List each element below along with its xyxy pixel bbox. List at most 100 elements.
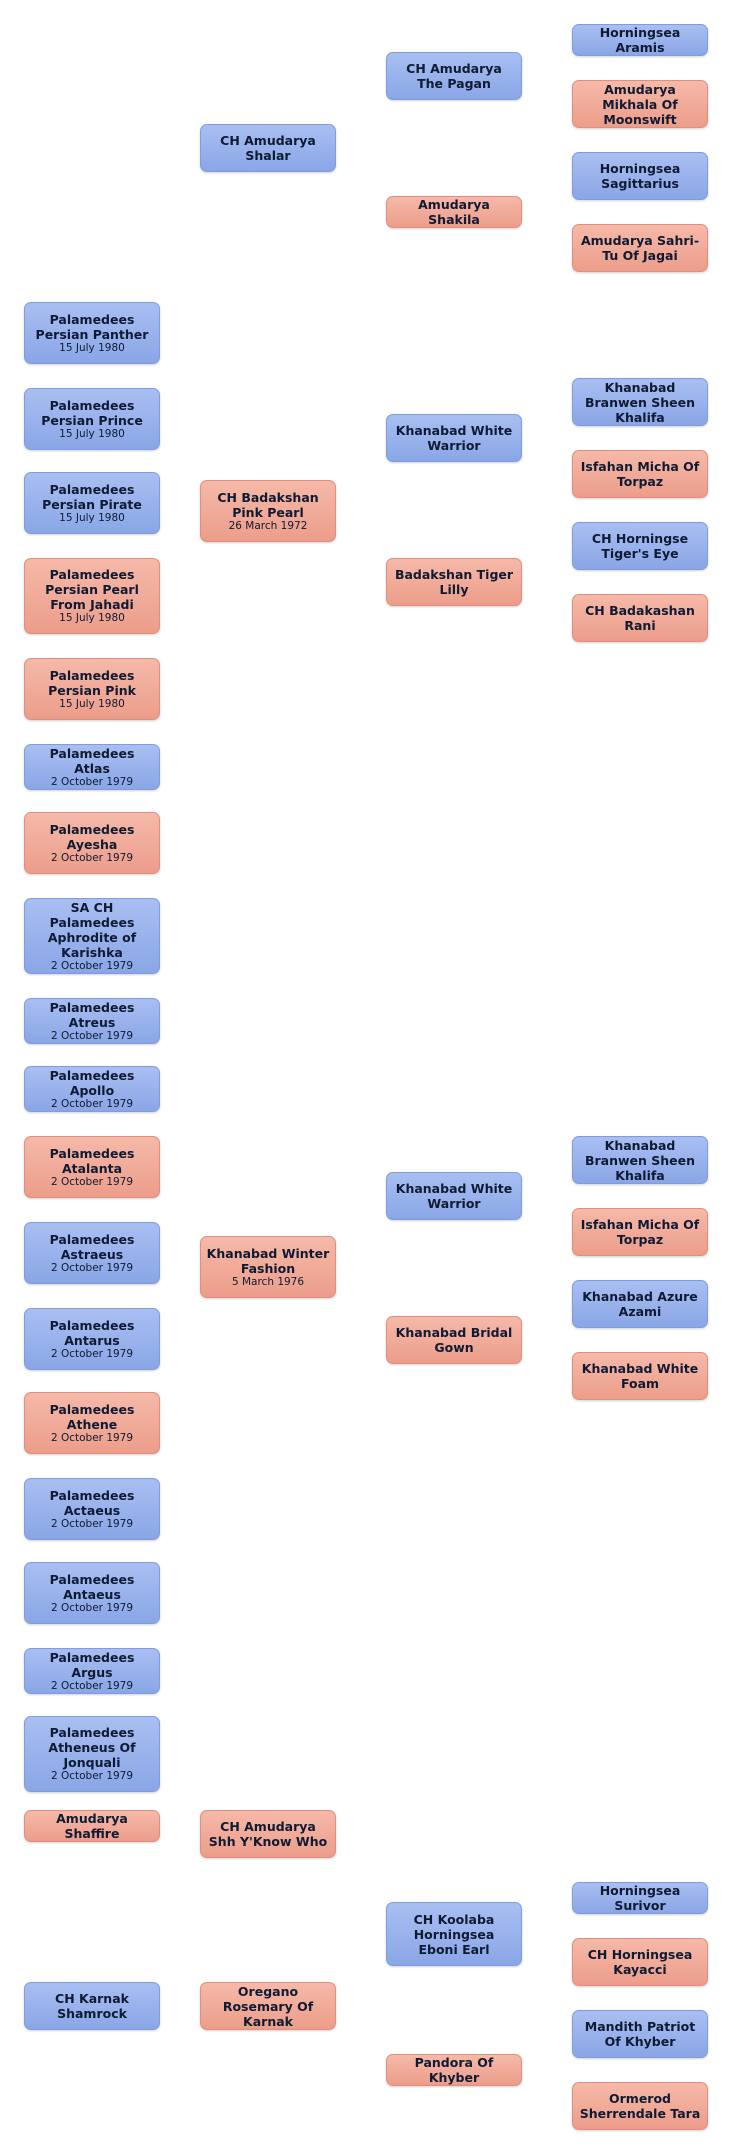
node-name: Palamedees Persian Pirate	[42, 481, 142, 512]
pedigree-node[interactable]: Isfahan Micha Of Torpaz	[572, 1208, 708, 1256]
pedigree-node[interactable]: Badakshan Tiger Lilly	[386, 558, 522, 606]
node-name: Badakshan Tiger Lilly	[394, 567, 514, 597]
pedigree-node[interactable]: CH Koolaba Horningsea Eboni Earl	[386, 1902, 522, 1966]
node-date: 2 October 1979	[50, 1517, 134, 1530]
pedigree-node[interactable]: Horningsea Aramis	[572, 24, 708, 56]
pedigree-node[interactable]: Khanabad White Warrior	[386, 414, 522, 462]
pedigree-node[interactable]: Khanabad White Foam	[572, 1352, 708, 1400]
node-name: Palamedees Atalanta	[49, 1145, 135, 1176]
pedigree-node[interactable]: Oregano Rosemary Of Karnak	[200, 1982, 336, 2030]
node-name: Amudarya Shaffire	[56, 1811, 128, 1841]
pedigree-node[interactable]: Amudarya Shakila	[386, 196, 522, 228]
pedigree-node[interactable]: Khanabad Branwen Sheen Khalifa	[572, 1136, 708, 1184]
node-name: Horningsea Surivor	[599, 1883, 681, 1913]
node-date: 2 October 1979	[50, 1261, 134, 1274]
node-name: SA CH Palamedees Aphrodite of Karishka	[47, 899, 137, 960]
node-name: Palamedees Athene	[49, 1401, 135, 1432]
node-date: 2 October 1979	[50, 1175, 134, 1188]
node-name: Palamedees Actaeus	[49, 1487, 135, 1518]
node-name: CH Badakshan Pink Pearl	[217, 489, 319, 520]
node-date: 2 October 1979	[50, 1601, 134, 1614]
node-name: Palamedees Persian Pink	[48, 667, 136, 698]
pedigree-node[interactable]: Mandith Patriot Of Khyber	[572, 2010, 708, 2058]
node-name: Khanabad Winter Fashion	[206, 1245, 330, 1276]
node-name: Palamedees Persian Panther	[35, 311, 149, 342]
node-name: Palamedees Argus	[49, 1649, 135, 1680]
node-name: Oregano Rosemary Of Karnak	[222, 1983, 314, 2029]
pedigree-node[interactable]: Isfahan Micha Of Torpaz	[572, 450, 708, 498]
pedigree-node[interactable]: Khanabad Branwen Sheen Khalifa	[572, 378, 708, 426]
node-date: 2 October 1979	[50, 1431, 134, 1444]
pedigree-node[interactable]: Pandora Of Khyber	[386, 2054, 522, 2086]
node-name: Pandora Of Khyber	[414, 2055, 494, 2085]
node-name: Palamedees Antarus	[49, 1317, 135, 1348]
pedigree-node[interactable]: Ormerod Sherrendale Tara	[572, 2082, 708, 2130]
pedigree-node[interactable]: CH Karnak Shamrock	[24, 1982, 160, 2030]
node-name: Palamedees Atheneus Of Jonquali	[48, 1725, 136, 1770]
node-date: 15 July 1980	[59, 612, 125, 624]
pedigree-node[interactable]: Amudarya Shaffire	[24, 1810, 160, 1842]
node-name: Ormerod Sherrendale Tara	[579, 2091, 701, 2121]
pedigree-node[interactable]: CH Badakashan Rani	[572, 594, 708, 642]
node-name: Palamedees Astraeus	[49, 1231, 135, 1262]
node-name: Palamedees Apollo	[49, 1067, 135, 1098]
node-date: 2 October 1979	[50, 1347, 134, 1360]
pedigree-node[interactable]: Khanabad Azure Azami	[572, 1280, 708, 1328]
node-name: Amudarya Shakila	[418, 197, 490, 227]
pedigree-node[interactable]: Horningsea Surivor	[572, 1882, 708, 1914]
pedigree-node[interactable]: CH Amudarya Shh Y'Know Who	[200, 1810, 336, 1858]
node-name: Palamedees Ayesha	[49, 821, 135, 852]
node-name: Palamedees Atlas	[49, 745, 135, 776]
node-date: 15 July 1980	[59, 427, 125, 440]
node-date: 2 October 1979	[50, 1097, 134, 1110]
node-name: CH Badakashan Rani	[585, 603, 695, 633]
node-name: Khanabad Branwen Sheen Khalifa	[584, 379, 696, 425]
node-date: 26 March 1972	[228, 519, 308, 532]
pedigree-node[interactable]: Khanabad Bridal Gown	[386, 1316, 522, 1364]
node-name: CH Karnak Shamrock	[55, 1991, 129, 2021]
pedigree-node[interactable]: Amudarya Mikhala Of Moonswift	[572, 80, 708, 128]
pedigree-node[interactable]: Amudarya Sahri-Tu Of Jagai	[572, 224, 708, 272]
node-name: Khanabad White Warrior	[395, 423, 513, 453]
node-date: 2 October 1979	[50, 1770, 134, 1782]
pedigree-node[interactable]: CH Horningse Tiger's Eye	[572, 522, 708, 570]
node-date: 2 October 1979	[50, 959, 134, 972]
node-name: Palamedees Antaeus	[49, 1571, 135, 1602]
pedigree-node[interactable]: Horningsea Sagittarius	[572, 152, 708, 200]
node-name: Khanabad Branwen Sheen Khalifa	[584, 1137, 696, 1183]
node-name: Horningsea Aramis	[599, 25, 681, 55]
pedigree-node[interactable]: CH Amudarya Shalar	[200, 124, 336, 172]
node-date: 2 October 1979	[50, 1679, 134, 1692]
pedigree-node[interactable]: CH Amudarya The Pagan	[386, 52, 522, 100]
node-name: Isfahan Micha Of Torpaz	[580, 459, 700, 489]
node-date: 15 July 1980	[59, 511, 125, 524]
pedigree-node[interactable]: CH Horningsea Kayacci	[572, 1938, 708, 1986]
node-name: Amudarya Mikhala Of Moonswift	[602, 81, 678, 127]
node-name: CH Koolaba Horningsea Eboni Earl	[413, 1911, 495, 1957]
pedigree-node[interactable]: Khanabad White Warrior	[386, 1172, 522, 1220]
node-name: Horningsea Sagittarius	[599, 161, 681, 191]
node-name: Isfahan Micha Of Torpaz	[580, 1217, 700, 1247]
node-date: 15 July 1980	[59, 341, 125, 354]
